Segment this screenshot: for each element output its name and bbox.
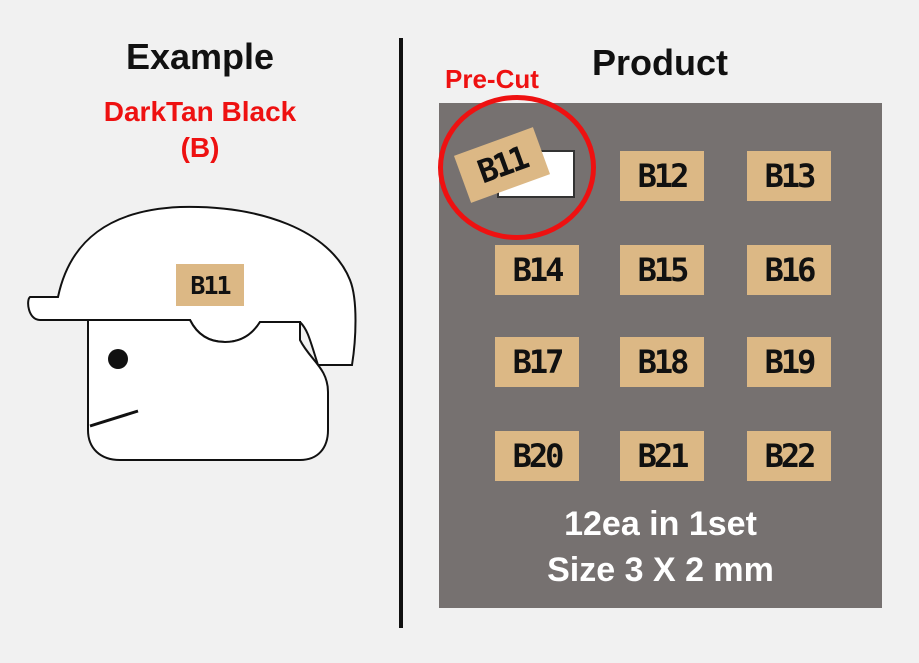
- product-title: Product: [591, 42, 728, 83]
- helmet-illustration: [27, 205, 357, 461]
- color-code: (B): [180, 132, 220, 163]
- tag: B22: [747, 431, 831, 481]
- tag: B12: [620, 151, 704, 201]
- precut-label: Pre-Cut: [445, 64, 539, 94]
- example-title: Example: [125, 36, 275, 77]
- tag: B19: [747, 337, 831, 387]
- helmet-tag: B11: [176, 264, 244, 306]
- face: [87, 319, 329, 461]
- precut-circle: [438, 95, 596, 240]
- tag: B14: [495, 245, 579, 295]
- tag: B17: [495, 337, 579, 387]
- example-subtitle: DarkTan Black (B): [0, 94, 400, 166]
- divider-line: [399, 38, 403, 628]
- mouth: [89, 409, 139, 428]
- tag: B15: [620, 245, 704, 295]
- eye: [108, 349, 128, 369]
- tag: B20: [495, 431, 579, 481]
- color-name: DarkTan Black: [103, 96, 297, 127]
- size-spec: Size 3 X 2 mm: [547, 551, 774, 589]
- set-count: 12ea in 1set: [564, 505, 757, 543]
- tag: B16: [747, 245, 831, 295]
- tag: B18: [620, 337, 704, 387]
- tag: B13: [747, 151, 831, 201]
- tag: B21: [620, 431, 704, 481]
